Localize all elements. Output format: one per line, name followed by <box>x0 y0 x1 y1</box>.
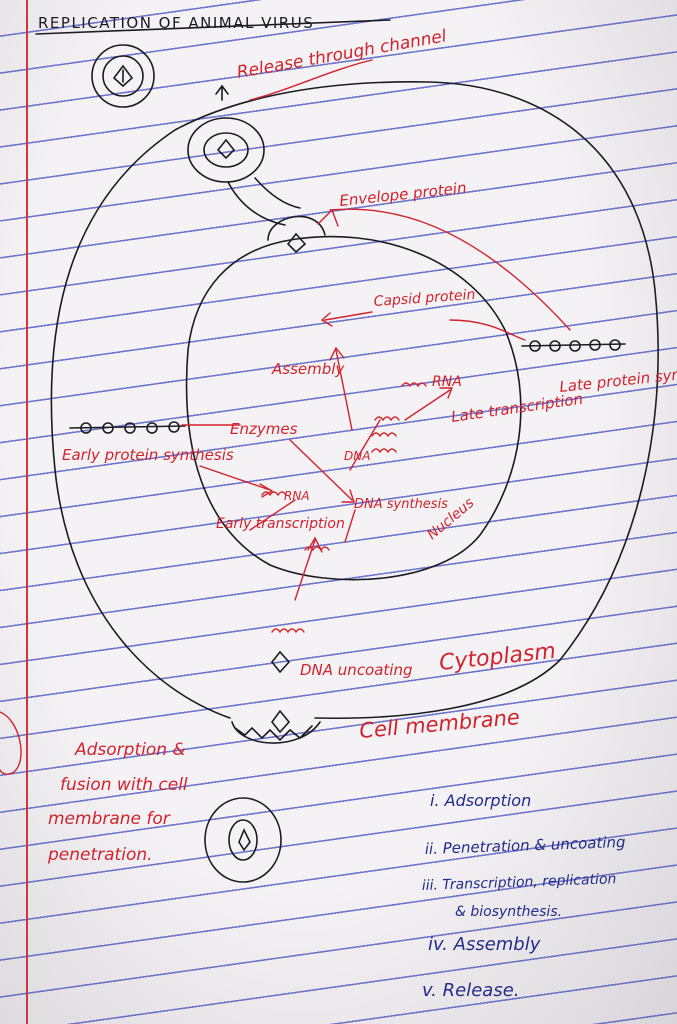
label-cytoplasm: Cytoplasm <box>438 639 557 676</box>
budding-virion <box>187 84 265 183</box>
step-1: i. Adsorption <box>430 791 531 810</box>
label-assembly: Assembly <box>271 360 345 378</box>
cell-membrane-outline <box>50 81 659 720</box>
label-dna-replicated: DNA <box>344 449 370 463</box>
label-late-protein: Late protein synthesis <box>559 361 677 396</box>
label-early-transcription: Early transcription <box>216 516 345 532</box>
label-capsid-protein: Capsid protein <box>373 287 476 310</box>
margin-line <box>26 0 28 1024</box>
rna-squiggles <box>261 382 427 634</box>
svg-text:Adsorption &: Adsorption & <box>74 740 186 760</box>
label-rna-late: RNA <box>432 374 462 390</box>
penetration-note: Adsorption & fusion with cell membrane f… <box>47 740 188 865</box>
svg-text:membrane for: membrane for <box>48 809 171 829</box>
step-3: iii. Transcription, replication <box>422 871 617 894</box>
label-enzymes: Enzymes <box>230 420 298 438</box>
free-virion-bottom <box>204 797 282 883</box>
label-rna-early: RNA <box>284 489 310 503</box>
margin-note-bracket <box>0 711 22 775</box>
svg-text:fusion with cell: fusion with cell <box>60 775 188 795</box>
step-3-cont: & biosynthesis. <box>455 904 562 920</box>
virion-at-nucleus <box>267 215 326 254</box>
late-protein-beads <box>521 339 626 352</box>
step-2: ii. Penetration & uncoating <box>425 833 626 858</box>
early-protein-beads <box>69 421 186 434</box>
step-4: iv. Assembly <box>428 934 541 955</box>
nucleus-outline <box>185 235 522 581</box>
title-underline <box>35 19 391 35</box>
label-dna-synthesis: DNA synthesis <box>354 497 448 512</box>
label-early-protein: Early protein synthesis <box>62 446 234 464</box>
steps-list: i. Adsorption ii. Penetration & uncoatin… <box>422 791 626 1001</box>
red-arrows <box>181 59 571 601</box>
label-release: Release through channel <box>235 26 448 83</box>
page-title: REPLICATION OF ANIMAL VIRUS <box>38 14 314 32</box>
entering-virion <box>231 650 321 744</box>
svg-text:penetration.: penetration. <box>47 845 153 865</box>
label-envelope-protein: Envelope protein <box>339 179 468 210</box>
label-dna-uncoating: DNA uncoating <box>300 661 413 679</box>
free-virion-top <box>91 44 155 108</box>
step-5: v. Release. <box>422 980 520 1001</box>
